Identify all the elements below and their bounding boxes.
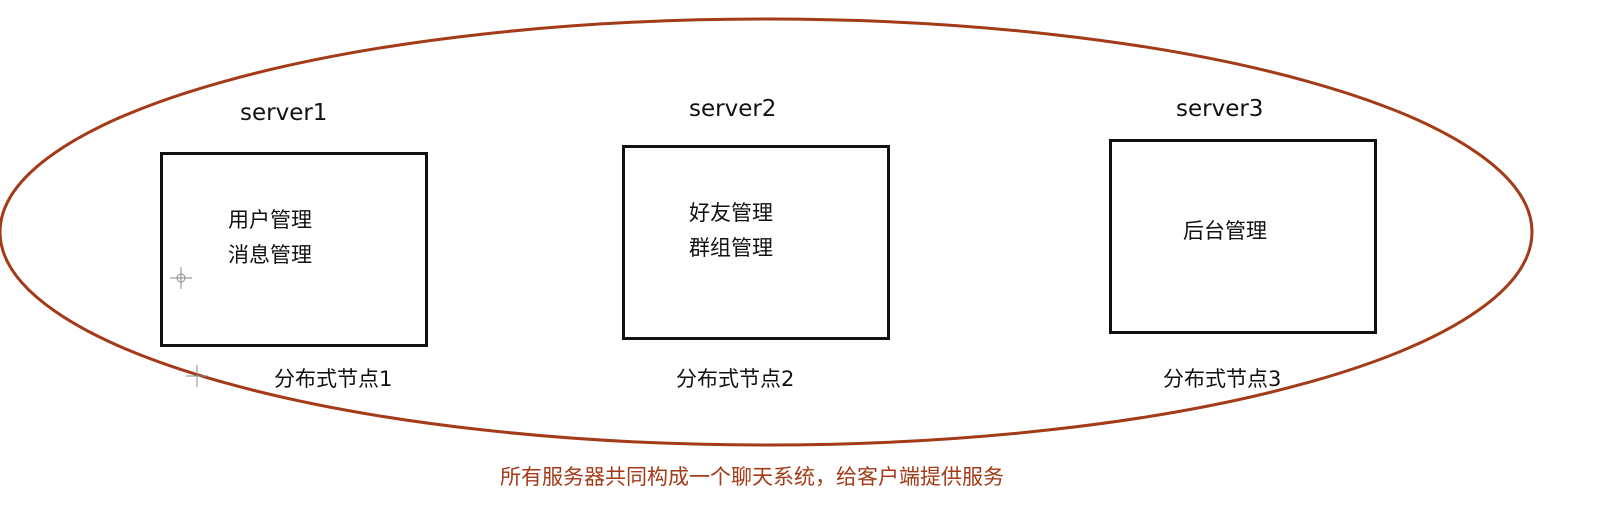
- server2-module-item: 群组管理: [689, 236, 773, 260]
- server1-module-item: 用户管理: [228, 208, 312, 232]
- server2-box: [622, 145, 890, 340]
- server1-module-item: 消息管理: [228, 243, 312, 267]
- footer-caption: 所有服务器共同构成一个聊天系统，给客户端提供服务: [500, 465, 1004, 489]
- server2-label: server2: [689, 96, 777, 122]
- server3-module-item: 后台管理: [1183, 219, 1267, 243]
- server2-caption: 分布式节点2: [676, 367, 795, 391]
- crosshair-cursor-icon: [170, 267, 192, 289]
- server1-box: [160, 152, 428, 347]
- server3-box: [1109, 139, 1377, 334]
- server3-caption: 分布式节点3: [1163, 367, 1282, 391]
- server1-caption: 分布式节点1: [274, 367, 393, 391]
- server1-module-list: 用户管理 消息管理: [228, 203, 312, 273]
- server2-module-list: 好友管理 群组管理: [689, 196, 773, 266]
- crosshair-cursor-icon: [186, 365, 208, 387]
- server1-label: server1: [240, 100, 328, 126]
- cluster-ellipse: [0, 17, 1534, 447]
- server3-module-list: 后台管理: [1183, 214, 1267, 249]
- server2-module-item: 好友管理: [689, 201, 773, 225]
- server3-label: server3: [1176, 96, 1264, 122]
